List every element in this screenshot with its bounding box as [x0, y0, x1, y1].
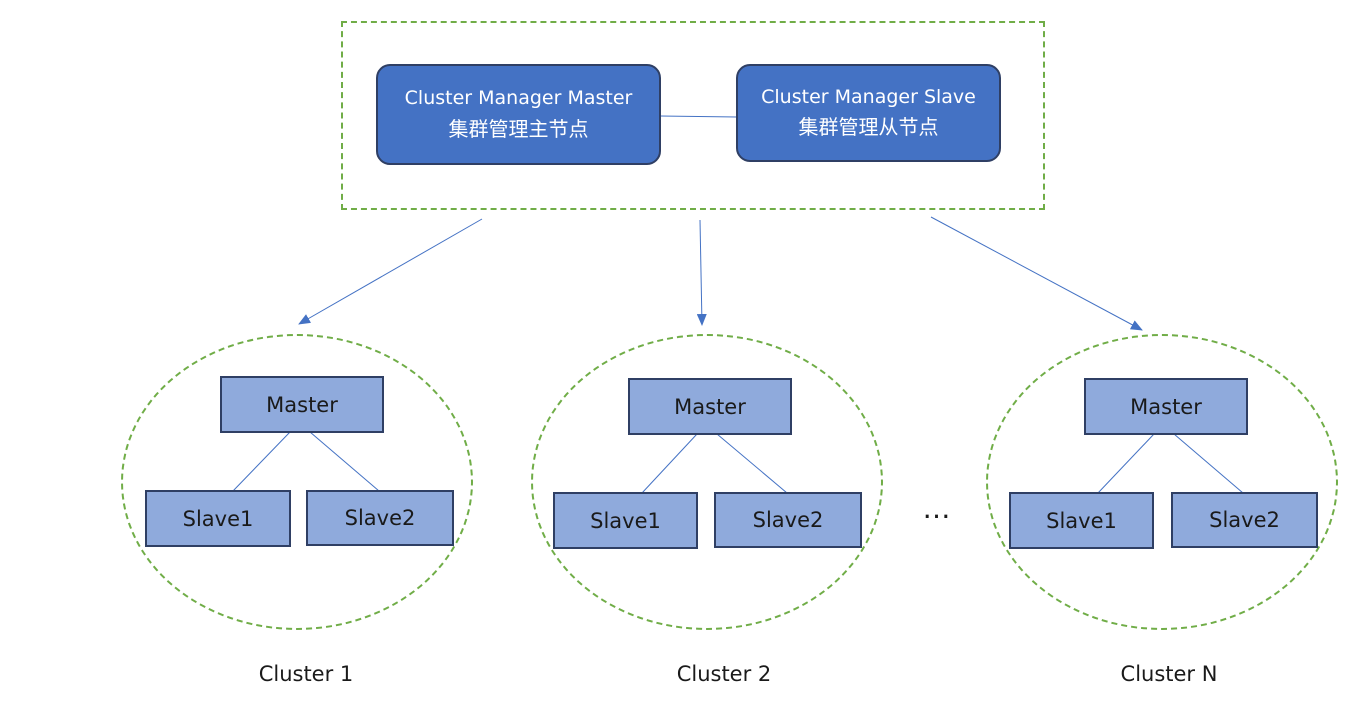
cluster-manager-slave-node: Cluster Manager Slave 集群管理从节点	[736, 64, 1001, 162]
cluster-n-boundary	[986, 334, 1338, 630]
cluster-1-slave2-node: Slave2	[306, 490, 454, 546]
cluster-n-label: Cluster N	[1120, 662, 1218, 686]
cluster-2-boundary	[531, 334, 883, 630]
arrow-to-cluster-2	[696, 219, 707, 326]
cluster-manager-master-label: Cluster Manager Master	[404, 87, 633, 110]
cluster-n-master-node: Master	[1084, 378, 1248, 435]
cluster-manager-group	[341, 21, 1045, 210]
cluster-manager-master-node: Cluster Manager Master 集群管理主节点	[376, 64, 661, 165]
arrow-to-cluster-1	[298, 218, 483, 325]
cluster-1-slave1-node: Slave1	[145, 490, 291, 547]
cluster-2-slave1-node: Slave1	[553, 492, 698, 549]
cluster-1-label: Cluster 1	[258, 662, 354, 686]
cluster-1-boundary	[121, 334, 473, 630]
cluster-2-label: Cluster 2	[676, 662, 772, 686]
cluster-manager-slave-zh-label: 集群管理从节点	[798, 115, 939, 140]
cluster-manager-master-zh-label: 集群管理主节点	[448, 116, 589, 141]
cluster-manager-slave-label: Cluster Manager Slave	[761, 85, 976, 108]
manager-link-line	[659, 115, 738, 118]
arrow-to-cluster-n	[930, 216, 1143, 331]
cluster-2-master-node: Master	[628, 378, 792, 435]
more-clusters-ellipsis: …	[922, 492, 952, 525]
cluster-n-slave2-node: Slave2	[1171, 492, 1318, 548]
cluster-n-slave1-node: Slave1	[1009, 492, 1154, 549]
cluster-2-slave2-node: Slave2	[714, 492, 862, 548]
cluster-1-master-node: Master	[220, 376, 384, 433]
